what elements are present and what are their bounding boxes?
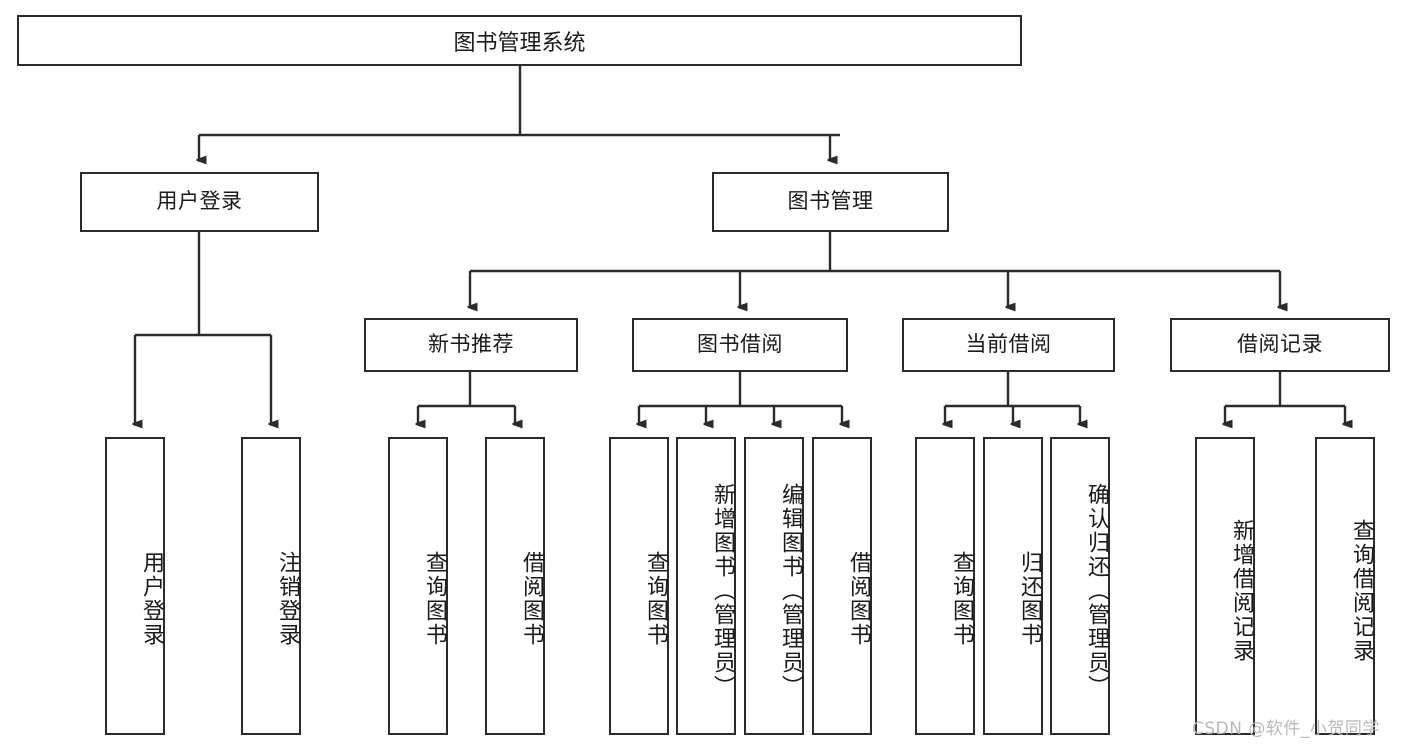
node-label: 注销登录	[275, 551, 300, 647]
node-new-book-recommend[interactable]: 新书推荐	[364, 318, 578, 372]
node-label: 用户登录	[156, 189, 243, 214]
leaf-query-borrow-record[interactable]: 查询借阅记录	[1315, 437, 1375, 735]
node-label: 借阅记录	[1237, 332, 1323, 357]
node-label: 用户登录	[139, 551, 164, 647]
node-label: 新增图书（管理员）	[710, 483, 735, 699]
node-label: 图书管理	[787, 189, 874, 214]
node-book-borrow[interactable]: 图书借阅	[632, 318, 848, 372]
node-label: 借阅图书	[846, 551, 871, 647]
leaf-query-book-borrow[interactable]: 查询图书	[609, 437, 669, 735]
node-label: 当前借阅	[965, 332, 1052, 357]
node-label: 图书管理系统	[453, 30, 586, 56]
node-label: 查询图书	[643, 551, 668, 647]
leaf-user-login[interactable]: 用户登录	[105, 437, 165, 735]
leaf-add-borrow-record[interactable]: 新增借阅记录	[1195, 437, 1255, 735]
leaf-logout[interactable]: 注销登录	[241, 437, 301, 735]
node-current-borrow[interactable]: 当前借阅	[902, 318, 1115, 372]
leaf-borrow-book[interactable]: 借阅图书	[812, 437, 872, 735]
leaf-confirm-return-admin[interactable]: 确认归还（管理员）	[1050, 437, 1110, 735]
leaf-return-book[interactable]: 归还图书	[983, 437, 1043, 735]
node-label: 查询借阅记录	[1349, 519, 1374, 663]
node-label: 查询图书	[422, 551, 447, 647]
leaf-borrow-book-recommend[interactable]: 借阅图书	[485, 437, 545, 735]
node-label: 借阅图书	[519, 551, 544, 647]
node-borrow-record[interactable]: 借阅记录	[1170, 318, 1390, 372]
node-label: 查询图书	[949, 551, 974, 647]
node-root-book-management-system[interactable]: 图书管理系统	[17, 15, 1022, 66]
csdn-watermark: CSDN @软件_小贺同学	[1192, 719, 1380, 739]
node-label: 归还图书	[1017, 551, 1042, 647]
node-book-management[interactable]: 图书管理	[712, 172, 949, 232]
leaf-query-book-current[interactable]: 查询图书	[915, 437, 975, 735]
node-label: 图书借阅	[697, 332, 783, 357]
node-label: 新增借阅记录	[1229, 519, 1254, 663]
node-user-login[interactable]: 用户登录	[80, 172, 319, 232]
leaf-add-book-admin[interactable]: 新增图书（管理员）	[676, 437, 736, 735]
leaf-query-book-recommend[interactable]: 查询图书	[388, 437, 448, 735]
node-label: 新书推荐	[428, 332, 514, 357]
node-label: 确认归还（管理员）	[1084, 483, 1109, 699]
leaf-edit-book-admin[interactable]: 编辑图书（管理员）	[744, 437, 804, 735]
node-label: 编辑图书（管理员）	[778, 483, 803, 699]
